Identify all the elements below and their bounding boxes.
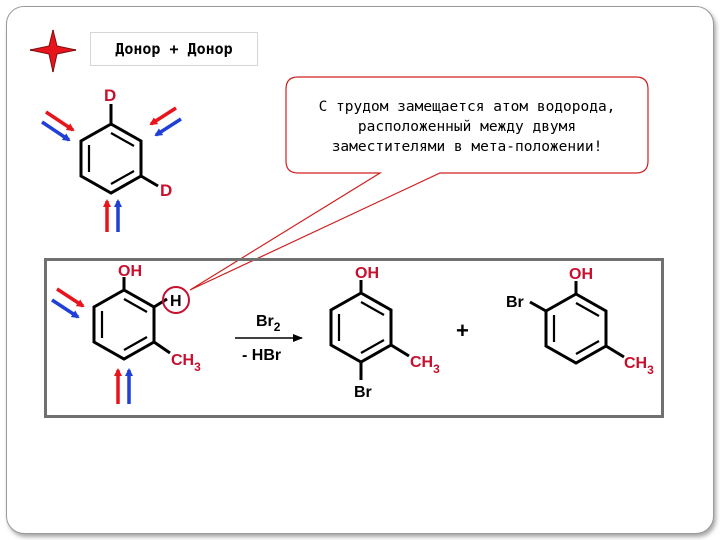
top-bottom-arrows: [103, 199, 122, 232]
reagent-hbr-label: - HBr: [242, 347, 281, 364]
callout-text: С трудом замещается атом водорода, распо…: [318, 99, 616, 155]
reactant-left-arrows: [51, 287, 85, 319]
reactant-bottom-arrows: [114, 368, 133, 404]
top-d1-label: D: [104, 86, 116, 105]
top-benzene-ring: [79, 104, 159, 195]
product2-oh-label: OH: [569, 266, 593, 283]
reactant-ch3-label: CH3: [171, 352, 201, 374]
reactant-benzene-ring: [92, 277, 171, 361]
top-right-arrows: [149, 106, 182, 137]
four-point-star-icon: [29, 29, 77, 73]
product1-br-label: Br: [354, 384, 372, 401]
product2-ch3-label: CH3: [624, 355, 654, 377]
reactant-oh-label: OH: [118, 263, 142, 280]
product1-benzene-ring: [329, 280, 410, 380]
product1-oh-label: OH: [355, 265, 379, 282]
top-d2-label: D: [160, 181, 172, 200]
top-left-arrows: [41, 110, 75, 142]
plus-sign: +: [456, 318, 469, 343]
callout-box: С трудом замещается атом водорода, распо…: [286, 77, 648, 173]
reaction-frame: [44, 258, 664, 418]
product2-benzene-ring: [529, 281, 625, 365]
highlight-circle: [162, 286, 190, 314]
reagent-br2-label: Br2: [256, 313, 281, 334]
reactant-h-label: H: [170, 293, 182, 310]
product1-ch3-label: CH3: [410, 354, 440, 376]
callout-bubble: [189, 76, 649, 291]
product2-br-label: Br: [506, 294, 524, 311]
title-box: Донор + Донор: [90, 32, 258, 66]
title-text: Донор + Донор: [115, 40, 233, 58]
